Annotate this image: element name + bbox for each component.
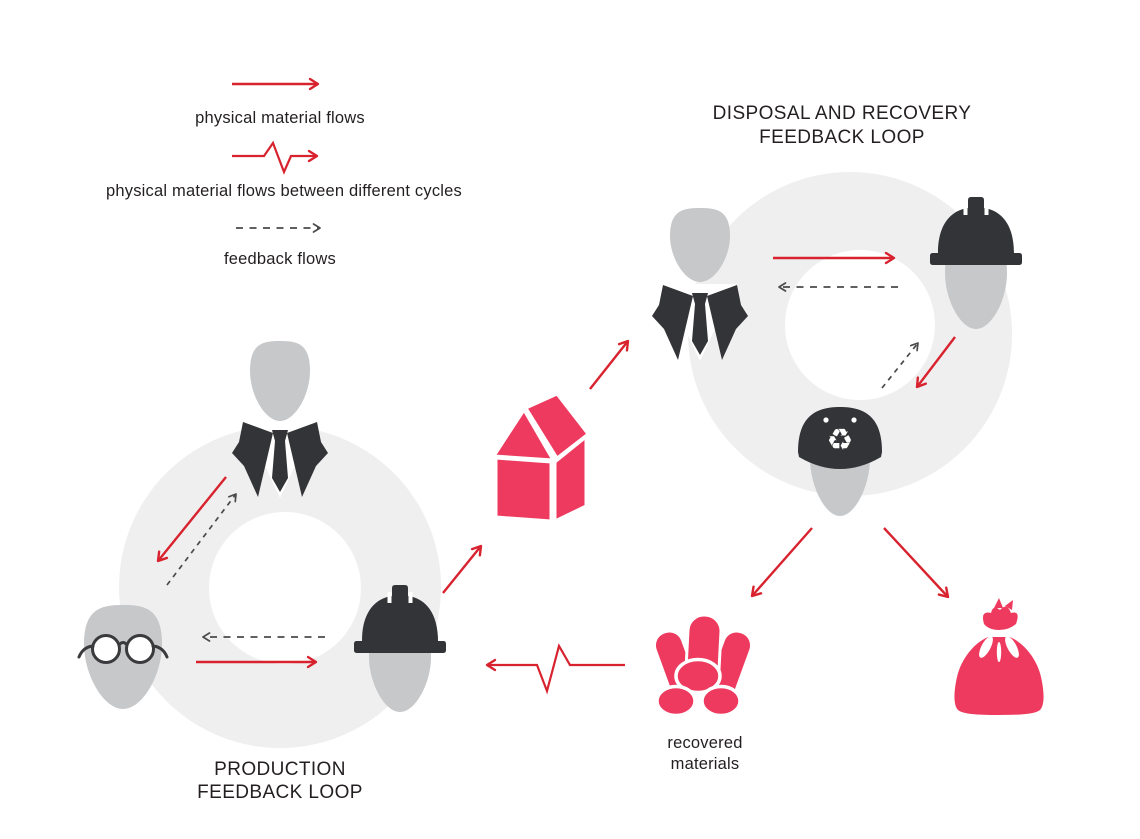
recycle-symbol-icon: ♻ [827, 423, 854, 458]
recovered-materials-label-line2: materials [670, 755, 740, 773]
legend-label-between-cycle-flows: physical material flows between differen… [106, 182, 462, 200]
arrow-disposal-worker-to-recycler [915, 336, 956, 389]
disposal-loop-ring [688, 172, 1013, 496]
legend-label-feedback-flows: feedback flows [224, 250, 336, 268]
production-loop-title-line2: FEEDBACK LOOP [197, 782, 363, 803]
legend-label-physical-flows: physical material flows [195, 109, 365, 127]
production-businessman-icon [232, 341, 328, 498]
disposal-loop-title-line1: DISPOSAL AND RECOVERY [712, 103, 972, 124]
arrow-recycler-to-recovered-materials [750, 527, 813, 598]
production-loop-title-line1: PRODUCTION [214, 759, 346, 780]
disposal-recycler-icon: ♻ [798, 407, 882, 516]
production-construction-worker-icon [354, 585, 446, 712]
house-icon [492, 392, 590, 523]
production-designer-with-glasses-icon [77, 605, 169, 709]
recovered-materials-icon [652, 613, 754, 718]
disposal-loop-title-line2: FEEDBACK LOOP [759, 127, 925, 148]
arrow-house-to-disposal [589, 339, 630, 390]
arrow-production-businessman-to-designer [156, 476, 227, 563]
garbage-bag-icon [954, 598, 1044, 715]
disposal-businessman-icon [652, 208, 748, 361]
disposal-construction-worker-icon [930, 197, 1022, 329]
arrow-recovered-materials-to-production-zigzag [485, 643, 625, 695]
recovered-materials-label-line1: recovered [667, 734, 743, 752]
production-loop-ring [119, 426, 442, 748]
legend-zigzag-arrow-icon [232, 140, 319, 175]
arrow-production-to-house [442, 544, 483, 594]
arrow-recycler-to-garbage-bag [883, 527, 950, 599]
